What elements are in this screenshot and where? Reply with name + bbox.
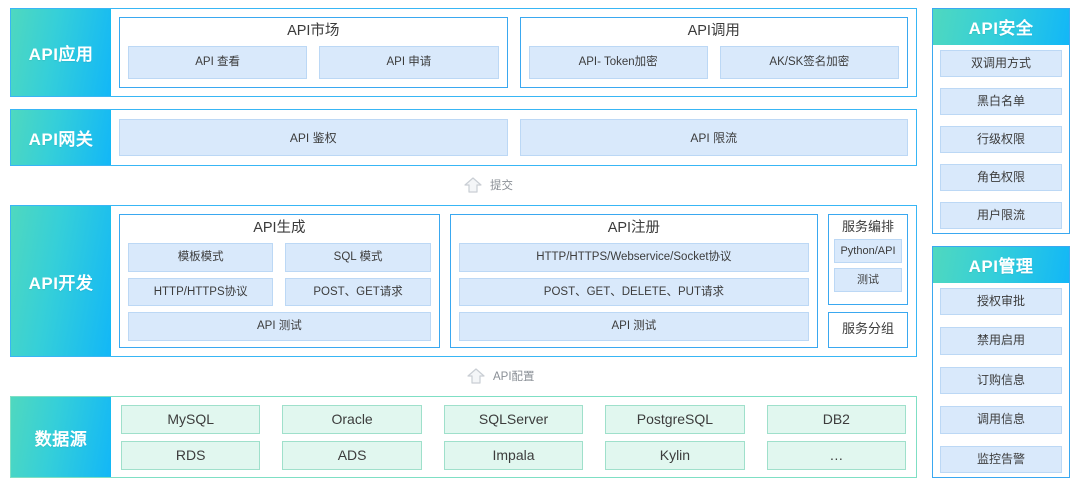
chip-api-view[interactable]: API 查看 <box>128 45 308 79</box>
connector-api-config-label: API配置 <box>493 371 535 383</box>
sidebar-item-user-rate-limit[interactable]: 用户限流 <box>940 201 1062 229</box>
chip-post-get-request[interactable]: POST、GET请求 <box>285 277 431 307</box>
sidebar-item-invocation-info[interactable]: 调用信息 <box>940 406 1062 434</box>
chip-row: API 查看 API 申请 <box>128 45 499 79</box>
group-rows-api-generation: 模板模式 SQL 模式 HTTP/HTTPS协议 POST、GET请求 API … <box>128 242 431 341</box>
chip-db2[interactable]: DB2 <box>766 405 907 434</box>
group-title-service-orchestration: 服务编排 <box>841 219 894 234</box>
datasource-row: MySQL Oracle SQLServer PostgreSQL DB2 <box>121 405 907 434</box>
chip-row: POST、GET、DELETE、PUT请求 <box>458 277 809 307</box>
layer-datasource: 数据源 MySQL Oracle SQLServer PostgreSQL DB… <box>10 396 917 478</box>
group-rows-api-market: API 查看 API 申请 <box>128 45 499 79</box>
sidebar-item-blacklist-whitelist[interactable]: 黑白名单 <box>940 87 1062 116</box>
group-api-registration[interactable]: API注册 HTTP/HTTPS/Webservice/Socket协议 POS… <box>449 214 818 348</box>
chip-rds[interactable]: RDS <box>121 440 261 470</box>
chip-api-apply[interactable]: API 申请 <box>319 45 499 79</box>
chip-api-rate-limit[interactable]: API 限流 <box>519 119 908 156</box>
chip-orchestration-test[interactable]: 测试 <box>834 268 902 293</box>
group-api-generation[interactable]: API生成 模板模式 SQL 模式 HTTP/HTTPS协议 POST、GET请… <box>119 214 440 348</box>
sidebar-item-disable-enable[interactable]: 禁用启用 <box>940 327 1062 355</box>
chip-row: HTTP/HTTPS/Webservice/Socket协议 <box>458 242 809 272</box>
group-title-service-grouping: 服务分组 <box>841 321 894 337</box>
group-title-api-generation: API生成 <box>253 220 306 236</box>
chip-impala[interactable]: Impala <box>443 440 584 470</box>
group-service-grouping[interactable]: 服务分组 <box>828 312 908 348</box>
sidebar-items-api-security: 双调用方式 黑白名单 行级权限 角色权限 用户限流 <box>933 45 1069 229</box>
chip-kylin[interactable]: Kylin <box>605 440 745 470</box>
chip-protocols[interactable]: HTTP/HTTPS/Webservice/Socket协议 <box>458 242 809 272</box>
sidebar-api-management: API管理 授权审批 禁用启用 订购信息 调用信息 监控告警 <box>932 246 1070 478</box>
chip-sqlserver[interactable]: SQLServer <box>443 405 584 434</box>
chip-api-token-encryption[interactable]: API- Token加密 <box>528 45 708 79</box>
service-column: 服务编排 Python/API 测试 服务分组 <box>828 214 908 348</box>
chip-mysql[interactable]: MySQL <box>121 405 261 434</box>
chip-http-https-protocol[interactable]: HTTP/HTTPS协议 <box>128 277 274 307</box>
chip-sql-mode[interactable]: SQL 模式 <box>285 242 431 272</box>
group-title-api-invoke: API调用 <box>687 23 740 39</box>
group-rows-api-invoke: API- Token加密 AK/SK签名加密 <box>528 45 899 79</box>
layer-label-api-application: API应用 <box>11 9 111 96</box>
layer-body-api-application: API市场 API 查看 API 申请 API调用 API- Token加密 A… <box>111 9 916 96</box>
layer-api-application: API应用 API市场 API 查看 API 申请 API调用 API- Tok… <box>10 8 917 97</box>
layer-label-datasource: 数据源 <box>11 397 111 477</box>
connector-submit: 提交 <box>463 176 513 194</box>
sidebar-item-subscription-info[interactable]: 订购信息 <box>940 366 1062 395</box>
group-title-api-market: API市场 <box>287 23 340 39</box>
chip-api-test-generation[interactable]: API 测试 <box>128 312 431 341</box>
chip-more[interactable]: … <box>766 440 907 470</box>
chip-row: API 测试 <box>128 312 431 341</box>
sidebar-item-monitoring-alarm[interactable]: 监控告警 <box>940 445 1062 473</box>
sidebar-items-api-management: 授权审批 禁用启用 订购信息 调用信息 监控告警 <box>933 283 1069 473</box>
chip-oracle[interactable]: Oracle <box>282 405 422 434</box>
connector-api-config: API配置 <box>466 367 535 385</box>
connector-submit-label: 提交 <box>490 180 513 192</box>
layer-api-gateway: API网关 API 鉴权 API 限流 <box>10 109 917 166</box>
chip-postgresql[interactable]: PostgreSQL <box>605 405 745 434</box>
sidebar-api-security: API安全 双调用方式 黑白名单 行级权限 角色权限 用户限流 <box>932 8 1070 234</box>
layer-body-api-development: API生成 模板模式 SQL 模式 HTTP/HTTPS协议 POST、GET请… <box>111 206 916 356</box>
group-api-market[interactable]: API市场 API 查看 API 申请 <box>119 17 508 88</box>
group-title-api-registration: API注册 <box>607 220 661 236</box>
chip-aksk-signature-encryption[interactable]: AK/SK签名加密 <box>719 45 899 79</box>
sidebar-item-dual-invoke-mode[interactable]: 双调用方式 <box>940 50 1062 78</box>
chip-ads[interactable]: ADS <box>282 440 422 470</box>
sidebar-item-authorization-approval[interactable]: 授权审批 <box>940 288 1062 316</box>
layer-label-api-development: API开发 <box>11 206 111 356</box>
chip-row: HTTP/HTTPS协议 POST、GET请求 <box>128 277 431 307</box>
sidebar-title-api-security: API安全 <box>933 9 1069 45</box>
chip-row: API- Token加密 AK/SK签名加密 <box>528 45 899 79</box>
chip-python-api[interactable]: Python/API <box>834 239 902 264</box>
group-api-invoke[interactable]: API调用 API- Token加密 AK/SK签名加密 <box>519 17 908 88</box>
chip-api-auth[interactable]: API 鉴权 <box>119 119 508 156</box>
layer-body-datasource: MySQL Oracle SQLServer PostgreSQL DB2 RD… <box>111 397 916 477</box>
chip-row: API 测试 <box>458 312 809 341</box>
arrow-up-icon <box>463 176 483 194</box>
sidebar-item-row-level-permission[interactable]: 行级权限 <box>940 125 1062 154</box>
chip-row: 模板模式 SQL 模式 <box>128 242 431 272</box>
arrow-up-icon <box>466 367 486 385</box>
group-rows-api-registration: HTTP/HTTPS/Webservice/Socket协议 POST、GET、… <box>458 242 809 341</box>
chip-api-test-registration[interactable]: API 测试 <box>458 312 809 341</box>
datasource-row: RDS ADS Impala Kylin … <box>121 440 907 470</box>
chip-http-methods[interactable]: POST、GET、DELETE、PUT请求 <box>458 277 809 307</box>
layer-api-development: API开发 API生成 模板模式 SQL 模式 HTTP/HTTPS协议 POS… <box>10 205 917 357</box>
group-service-orchestration[interactable]: 服务编排 Python/API 测试 <box>828 214 908 305</box>
sidebar-item-role-permission[interactable]: 角色权限 <box>940 163 1062 192</box>
chip-template-mode[interactable]: 模板模式 <box>128 242 274 272</box>
sidebar-title-api-management: API管理 <box>933 247 1069 283</box>
layer-body-api-gateway: API 鉴权 API 限流 <box>111 110 916 165</box>
layer-label-api-gateway: API网关 <box>11 110 111 165</box>
